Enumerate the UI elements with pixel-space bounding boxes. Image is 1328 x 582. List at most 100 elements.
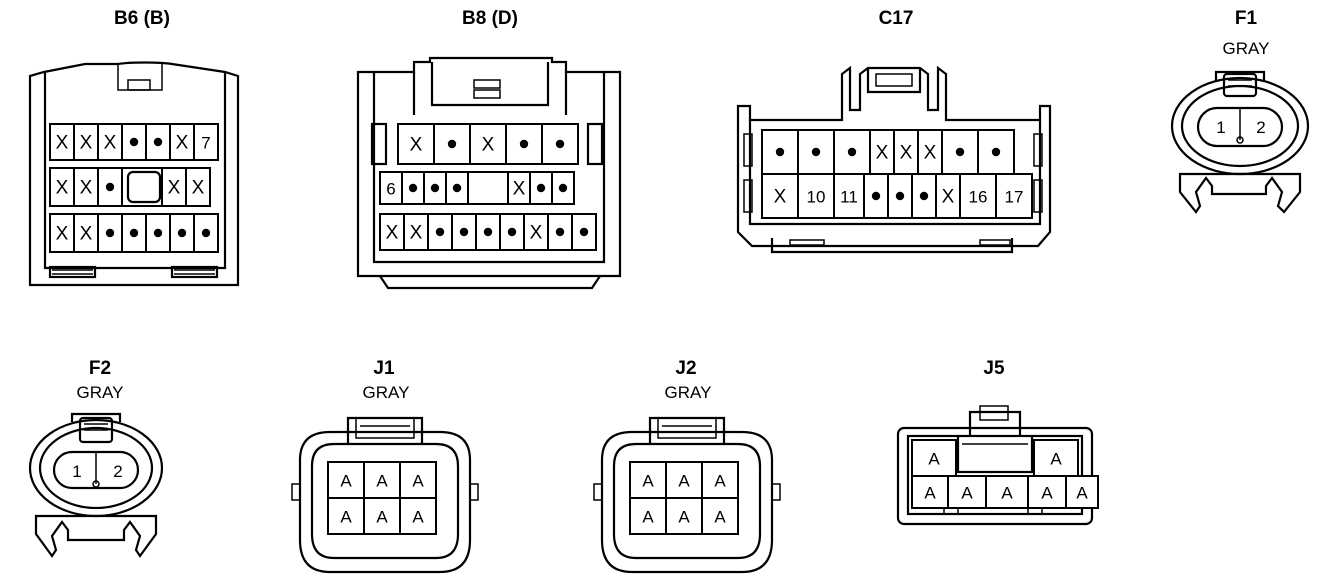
c17-terminal-r1c7-dot [955,147,965,157]
b6-terminal-r3c5-dot [153,228,163,238]
b8-terminal-r3c5-dot [483,227,493,237]
connector-j2-color: GRAY [665,383,712,402]
j2-terminal-r2c3-label: A [714,508,726,527]
j5-terminal-r1c1-label: A [928,450,940,469]
connector-j2-title: J2 [675,358,696,379]
b8-terminal-r3c8-dot [555,227,565,237]
c17-terminal-r2c3-label: 11 [840,188,858,207]
c17-terminal-r1c2-dot [811,147,821,157]
j5-terminal-r2c3-label: A [1001,484,1013,503]
b8-terminal-r2c3-dot [430,183,440,193]
j1-terminal-r2c1-label: A [340,508,352,527]
connector-f2-pin-1: 1 [72,462,81,481]
connector-j1-title: J1 [373,358,395,379]
j2-terminal-r1c3-label: A [714,472,726,491]
b8-terminal-r1c4 [505,123,543,165]
j1-terminal-r2c1 [327,497,365,535]
b8-terminal-r2c5 [467,171,509,205]
j5-terminal-r2c1 [911,475,949,509]
b8-terminal-r3c7-label: X [530,223,543,244]
b8-terminal-r1c4-dot [519,139,529,149]
b8-terminal-r3c9-dot [579,227,589,237]
c17-terminal-r2c5-dot [895,191,905,201]
c17-terminal-r2c7 [935,173,961,219]
j2-terminal-r2c2 [665,497,703,535]
b6-terminal-r1c1-label: X [56,133,69,154]
connector-f2-title: F2 [89,358,111,379]
connector-f1: F1 GRAY 1 2 [1170,8,1310,214]
b8-terminal-r3c1-label: X [386,223,399,244]
c17-terminal-r1c6-label: X [924,143,937,164]
c17-terminal-r2c1-label: X [774,187,787,208]
connector-c17-housing [736,65,1052,254]
connector-f2-color: GRAY [77,383,124,402]
b6-terminal-r1c2-label: X [80,133,93,154]
b8-terminal-r3c9 [571,213,597,251]
j1-terminal-r1c2-label: A [376,472,388,491]
j1-terminal-r2c3 [399,497,437,535]
b8-terminal-r3c3-dot [435,227,445,237]
c17-terminal-r2c1 [761,173,799,219]
b8-terminal-r1c1 [397,123,435,165]
connector-b6-housing [28,61,240,287]
j5-terminal-r1c2 [1033,439,1079,477]
b6-terminal-r3c6-dot [177,228,187,238]
connector-j1-housing [291,416,479,574]
connector-j1-color: GRAY [363,383,410,402]
b6-terminal-r2c5-label: X [168,178,181,199]
c17-terminal-r2c2 [797,173,835,219]
connector-f2-housing [28,412,164,558]
b6-terminal-r2c1-label: X [56,178,69,199]
b8-terminal-r3c2 [403,213,429,251]
b6-terminal-r2c2 [73,167,99,207]
j2-terminal-r1c2-label: A [678,472,690,491]
c17-terminal-r2c4-dot [871,191,881,201]
b6-terminal-r2c3 [97,167,123,207]
c17-terminal-r2c9 [995,173,1033,219]
j5-terminal-r2c4 [1027,475,1067,509]
c17-terminal-r1c8-dot [991,147,1001,157]
connector-b8-housing [356,56,622,290]
connector-f1-color: GRAY [1223,39,1270,58]
c17-terminal-r1c4-label: X [876,143,889,164]
j5-terminal-r1c2-label: A [1050,450,1062,469]
connector-f1-title: F1 [1235,8,1258,29]
b6-terminal-r1c5-dot [153,137,163,147]
j5-terminal-r2c2-label: A [961,484,973,503]
b8-terminal-r3c2-label: X [410,223,423,244]
b8-terminal-r2c1-label: 6 [386,180,395,199]
b6-terminal-r2c6 [185,167,211,207]
connector-f2-pin-2: 2 [113,462,122,481]
b8-terminal-r2c4-dot [452,183,462,193]
b8-terminal-r1c3-label: X [482,135,495,156]
j1-terminal-r1c3 [399,461,437,499]
j2-terminal-r1c1 [629,461,667,499]
connector-f1-pin-1: 1 [1216,118,1225,137]
c17-terminal-r2c5 [887,173,913,219]
b8-terminal-r1c5-dot [555,139,565,149]
c17-terminal-r2c3 [833,173,865,219]
c17-terminal-r2c2-label: 10 [807,188,826,207]
j5-terminal-r2c1-label: A [924,484,936,503]
j2-terminal-r1c1-label: A [642,472,654,491]
b8-terminal-r2c8-dot [558,183,568,193]
b6-terminal-r2c2-label: X [80,178,93,199]
j1-terminal-r1c3-label: A [412,472,424,491]
c17-terminal-r2c7-label: X [942,187,955,208]
connector-f2: F2 GRAY 1 2 [28,358,164,558]
b8-terminal-r2c7-dot [536,183,546,193]
b8-terminal-r2c6-label: X [513,179,526,200]
j1-terminal-r2c3-label: A [412,508,424,527]
b8-terminal-r1c2-dot [447,139,457,149]
b6-center-socket [126,170,162,204]
b8-terminal-r3c7 [523,213,549,251]
connector-b8-title: B8 (D) [462,8,518,29]
